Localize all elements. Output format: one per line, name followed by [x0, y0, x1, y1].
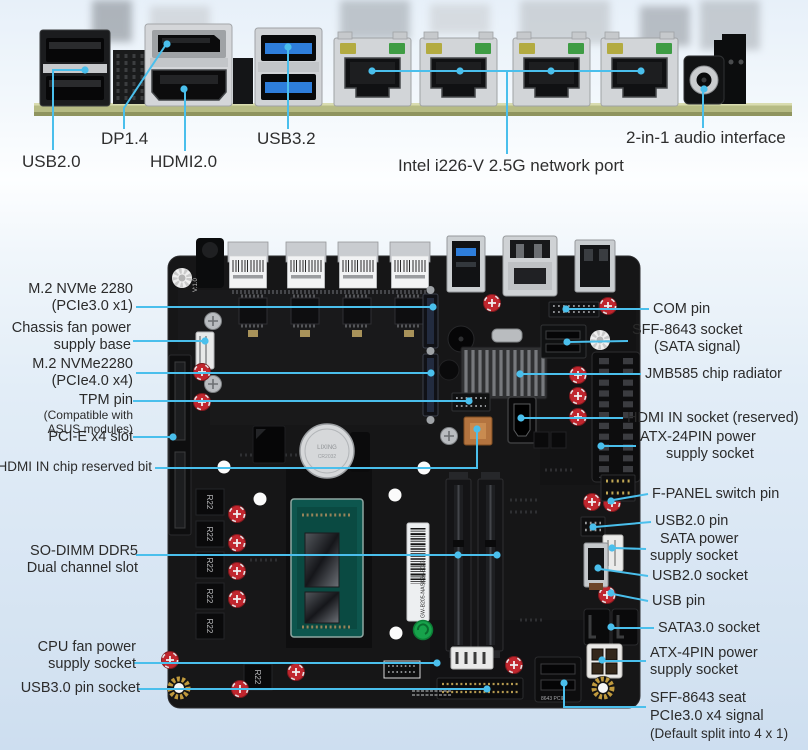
cpu-package	[290, 498, 364, 638]
label-hdmi-in-chip: HDMI IN chip reserved bit	[0, 459, 152, 474]
mounting-hole-3	[253, 492, 267, 506]
label-sata3-socket: SATA3.0 socket	[658, 620, 760, 636]
cpu-die-large	[304, 532, 340, 588]
rear-io-photo	[34, 0, 792, 116]
mounting-hole-4	[388, 488, 402, 502]
serial-text: GW-B205-NASK24-6033	[421, 560, 427, 618]
pcie-x4-slot	[168, 354, 192, 536]
label-fpanel-pin: F-PANEL switch pin	[652, 486, 780, 502]
label-sff8643-socket: SFF-8643 socket(SATA signal)	[632, 322, 743, 355]
audio-jack	[683, 55, 725, 105]
lan-phy-chip-4	[393, 294, 425, 328]
sff8643-seat-bottom: 8643 PCIE	[534, 656, 582, 703]
serial-barcode-sticker: GW-B205-NASK24-6033	[406, 522, 430, 622]
silkscreen-marks	[412, 690, 452, 696]
lan-phy-chip-2	[289, 294, 321, 328]
label-hdmi-in-socket: HDMI IN socket (reserved)	[627, 410, 799, 426]
usb2-socket	[583, 542, 609, 590]
lan-phy-chip-3	[341, 294, 373, 328]
battery-model-text: CR2032	[318, 454, 337, 460]
cpu-die-small	[304, 591, 340, 624]
fan-pin-white-1	[172, 268, 192, 288]
label-audio: 2-in-1 audio interface	[626, 128, 786, 147]
vrm-inductors	[533, 431, 567, 449]
fan-pin-white-2	[590, 330, 610, 350]
label-usb-pin: USB pin	[652, 593, 706, 609]
io-bracket	[714, 34, 746, 104]
label-pcie-x4-slot: PCI-E x4 slot	[48, 429, 133, 445]
rj45-back-4	[389, 241, 431, 289]
usb2-stack-top	[574, 239, 616, 293]
svg-text:R22: R22	[205, 589, 214, 604]
svg-text:R22: R22	[205, 558, 214, 573]
label-hdmi: HDMI2.0	[150, 152, 218, 171]
rear-pin-header	[113, 50, 147, 104]
label-tpm-pin: TPM pin (Compatible with ASUS modules)	[43, 392, 133, 436]
inductor-bits	[248, 330, 414, 337]
front-usb-header	[383, 660, 421, 679]
dp-hdmi-rear-stack	[144, 23, 233, 107]
screw-3	[439, 426, 459, 446]
svg-text:R22: R22	[205, 527, 214, 542]
label-dp: DP1.4	[101, 129, 149, 148]
cpu-fan-header	[450, 646, 494, 670]
mounting-hole-gold-2	[591, 676, 615, 700]
rj45-back-3	[337, 241, 379, 289]
rj45-back-2	[285, 241, 327, 289]
label-usb2: USB2.0	[22, 152, 81, 171]
label-lan: Intel i226-V 2.5G network port	[398, 156, 624, 175]
label-usb2-pin: USB2.0 pin	[655, 513, 729, 529]
svg-text:R22: R22	[205, 619, 214, 634]
label-com-pin: COM pin	[653, 301, 711, 317]
rear-spacer-block	[233, 58, 253, 104]
rj45-back-1	[227, 241, 269, 289]
label-usb2-socket: USB2.0 socket	[652, 568, 748, 584]
blurred-background	[92, 0, 760, 50]
motherboard-photo: LIXING CR2032	[160, 235, 641, 709]
cmos-battery: LIXING CR2032	[299, 423, 370, 479]
screw-1	[203, 311, 223, 331]
label-sff8643-seat: SFF-8643 seat PCIe3.0 x4 signal (Default…	[650, 690, 789, 741]
svg-text:R22: R22	[253, 670, 262, 685]
sff-silkscreen-text: 8643 PCIE	[541, 696, 566, 702]
fpanel-header	[600, 474, 636, 502]
usb3-stack-top	[446, 235, 486, 293]
label-usb3: USB3.2	[257, 129, 316, 148]
r22-inductors: R22 R22 R22 R22 R22 R22	[195, 488, 273, 691]
power-inductor-cube	[252, 425, 286, 464]
label-m2-pcie4: M.2 NVMe2280(PCIe4.0 x4)	[32, 356, 133, 389]
usb2-rear-ports	[39, 29, 111, 107]
audio-jack-top	[196, 238, 224, 288]
mounting-hole-5	[389, 626, 403, 640]
pcb-version-text: V:1.0	[193, 278, 199, 292]
label-usb3-pin-socket: USB3.0 pin socket	[20, 680, 140, 696]
crystal-oscillator	[491, 328, 523, 343]
svg-text:R22: R22	[205, 495, 214, 510]
annotation-dots	[81, 40, 708, 693]
annotation-lines	[52, 45, 704, 708]
label-jmb585-radiator: JMB585 chip radiator	[645, 366, 783, 382]
green-qc-sticker	[412, 619, 434, 641]
battery-brand-text: LIXING	[317, 445, 337, 451]
label-m2-pcie3: M.2 NVMe 2280(PCIe3.0 x1)	[28, 281, 133, 314]
lan-phy-chip-1	[237, 294, 269, 328]
dp-hdmi-stack-top	[502, 235, 558, 297]
